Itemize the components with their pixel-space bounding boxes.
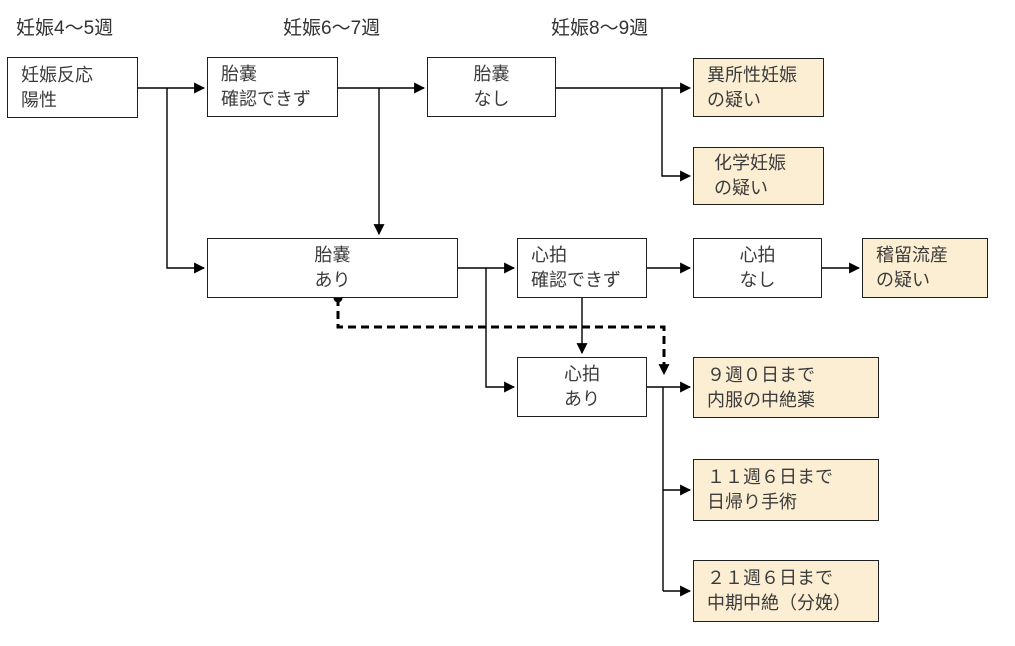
node-sac-absent-line1: 胎嚢 bbox=[473, 64, 510, 84]
node-heartbeat-absent-line2: なし bbox=[739, 270, 776, 290]
node-day-surgery-line1: １１週６日まで bbox=[707, 467, 833, 487]
node-sac-present: 胎嚢 あり bbox=[207, 238, 458, 298]
node-missed-miscarriage-suspected: 稽留流産 の疑い bbox=[862, 238, 988, 298]
node-heartbeat-absent: 心拍 なし bbox=[693, 238, 822, 298]
node-heartbeat-present-line1: 心拍 bbox=[564, 364, 600, 384]
node-missed-miscarriage-line2: の疑い bbox=[876, 270, 930, 290]
node-ectopic-line2: の疑い bbox=[707, 89, 761, 110]
dashed-connector-sac-present-to-options bbox=[336, 298, 670, 376]
node-pregnancy-test-positive: 妊娠反応 陽性 bbox=[7, 57, 138, 118]
connector-positive-to-sac-present bbox=[166, 88, 206, 274]
node-chemical-line2: の疑い bbox=[714, 178, 768, 198]
node-abortion-pill-line1: ９週０日まで bbox=[707, 364, 815, 385]
node-sac-not-confirmed: 胎嚢 確認できず bbox=[207, 57, 338, 117]
header-week-6-7: 妊娠6〜7週 bbox=[283, 18, 381, 39]
node-sac-present-line1: 胎嚢 bbox=[314, 245, 351, 265]
node-sac-not-confirmed-line1: 胎嚢 bbox=[221, 64, 257, 84]
node-heartbeat-present: 心拍 あり bbox=[517, 357, 647, 417]
node-chemical-pregnancy-suspected: 化学妊娠 の疑い bbox=[693, 147, 824, 205]
node-pregnancy-test-positive-line1: 妊娠反応 bbox=[21, 64, 93, 85]
node-pregnancy-test-positive-line2: 陽性 bbox=[21, 89, 57, 110]
node-day-surgery-line2: 日帰り手術 bbox=[707, 492, 797, 512]
node-missed-miscarriage-line1: 稽留流産 bbox=[876, 245, 948, 265]
node-midterm-abortion-option: ２１週６日まで 中期中絶（分娩） bbox=[693, 560, 879, 622]
node-midterm-abortion-line2: 中期中絶（分娩） bbox=[707, 593, 851, 613]
node-heartbeat-present-line2: あり bbox=[564, 389, 600, 409]
node-heartbeat-not-confirmed-line1: 心拍 bbox=[531, 245, 567, 265]
node-midterm-abortion-line1: ２１週６日まで bbox=[707, 568, 833, 588]
node-sac-absent-line2: なし bbox=[473, 89, 510, 109]
node-heartbeat-not-confirmed: 心拍 確認できず bbox=[517, 238, 647, 298]
header-week-4-5: 妊娠4〜5週 bbox=[16, 18, 114, 39]
node-heartbeat-not-confirmed-line2: 確認できず bbox=[531, 270, 621, 290]
node-sac-not-confirmed-line2: 確認できず bbox=[221, 89, 311, 109]
node-ectopic-line1: 異所性妊娠 bbox=[707, 64, 797, 85]
node-ectopic-pregnancy-suspected: 異所性妊娠 の疑い bbox=[693, 58, 824, 117]
node-sac-absent: 胎嚢 なし bbox=[427, 57, 556, 117]
header-week-8-9: 妊娠8〜9週 bbox=[551, 18, 649, 39]
node-sac-present-line2: あり bbox=[314, 270, 351, 290]
node-day-surgery-option: １１週６日まで 日帰り手術 bbox=[693, 459, 879, 521]
node-heartbeat-absent-line1: 心拍 bbox=[739, 245, 776, 265]
connector-sac-present-to-heartbeat-present bbox=[485, 268, 516, 393]
node-abortion-pill-line2: 内服の中絶薬 bbox=[707, 389, 815, 410]
node-chemical-line1: 化学妊娠 bbox=[714, 153, 786, 173]
node-abortion-pill-option: ９週０日まで 内服の中絶薬 bbox=[693, 357, 879, 418]
connector-sac-absent-to-chemical bbox=[661, 88, 692, 182]
